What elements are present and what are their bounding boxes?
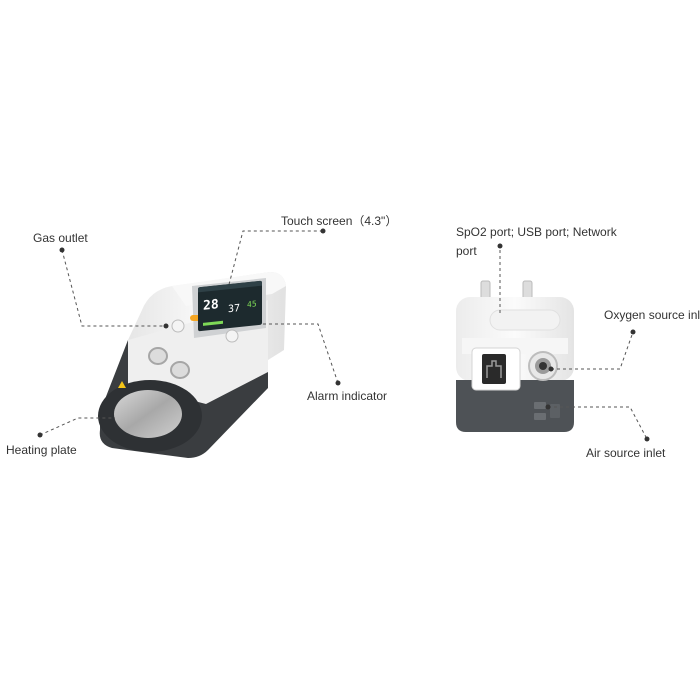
network-port (482, 354, 506, 384)
leader-gas-outlet (61, 249, 166, 327)
rear-device (456, 280, 574, 432)
label-air-source-inlet: Air source inlet (586, 446, 666, 460)
gas-inlet-port (170, 361, 190, 379)
screen-flow-value: 45 (247, 299, 257, 310)
label-heating-plate: Heating plate (6, 443, 77, 457)
leader-alarm-indicator (215, 323, 339, 384)
leader-dots (37, 228, 650, 442)
screen-temperature-value: 28 (203, 297, 219, 314)
knob-button (225, 329, 239, 343)
heating-plate (114, 390, 182, 438)
label-ports-line2: port (456, 244, 477, 258)
leader-heating-plate (39, 417, 115, 436)
power-button (171, 319, 185, 333)
label-touch-screen: Touch screen（4.3"） (281, 214, 398, 228)
label-oxygen-source-inlet: Oxygen source inlet (604, 308, 700, 322)
leader-touch-screen (225, 230, 322, 297)
label-gas-outlet: Gas outlet (33, 231, 88, 245)
label-ports-line1: SpO2 port; USB port; Network (456, 225, 617, 239)
leader-oxygen-inlet (551, 331, 634, 370)
air-inlet-grille (534, 402, 546, 409)
device-touch-screen: 28 37 45 (198, 280, 262, 332)
leader-lines (39, 230, 648, 440)
label-alarm-indicator: Alarm indicator (307, 389, 388, 403)
screen-oxygen-value: 37 (228, 302, 241, 316)
screen-status-bar (203, 320, 223, 326)
gas-outlet-port (148, 347, 168, 365)
